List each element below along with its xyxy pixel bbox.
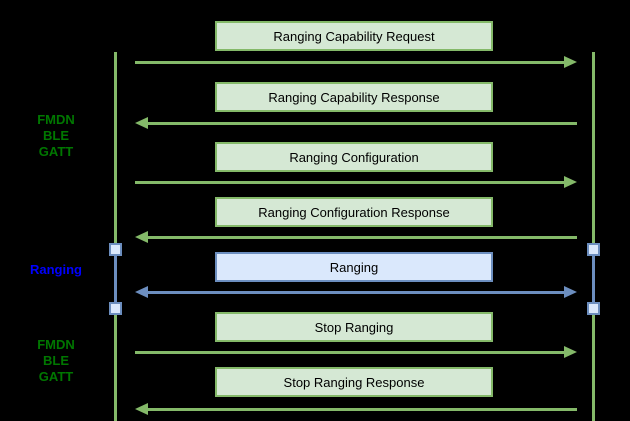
activation-endpoint-square bbox=[109, 302, 122, 315]
message-arrow-both-ranging bbox=[135, 286, 577, 298]
arrow-line bbox=[135, 61, 566, 64]
phase-line: Ranging bbox=[30, 262, 82, 277]
activation-endpoint-square bbox=[109, 243, 122, 256]
message-box-ranging-capability-response: Ranging Capability Response bbox=[215, 82, 493, 112]
activation-endpoint-square bbox=[587, 243, 600, 256]
message-label: Ranging Configuration Response bbox=[258, 204, 450, 220]
message-arrow-left-ranging-capability-response bbox=[135, 117, 577, 129]
phase-label-ranging: Ranging bbox=[16, 262, 96, 278]
arrow-line bbox=[135, 181, 566, 184]
arrowhead-left-icon bbox=[135, 286, 148, 298]
message-box-stop-ranging: Stop Ranging bbox=[215, 312, 493, 342]
lifeline-right bbox=[592, 52, 595, 421]
phase-label-fmdn-ble-gatt-top: FMDN BLE GATT bbox=[16, 112, 96, 160]
arrowhead-right-icon bbox=[564, 56, 577, 68]
message-label: Ranging Capability Response bbox=[268, 89, 440, 105]
arrowhead-right-icon bbox=[564, 176, 577, 188]
message-arrow-right-ranging-capability-request bbox=[135, 56, 577, 68]
message-box-ranging: Ranging bbox=[215, 252, 493, 282]
phase-label-fmdn-ble-gatt-bottom: FMDN BLE GATT bbox=[16, 337, 96, 385]
arrowhead-left-icon bbox=[135, 403, 148, 415]
activation-endpoint-square bbox=[587, 302, 600, 315]
arrow-line bbox=[146, 122, 577, 125]
phase-line: BLE bbox=[43, 353, 69, 368]
lifeline-right-ranging-segment bbox=[592, 249, 595, 309]
phase-line: BLE bbox=[43, 128, 69, 143]
message-arrow-left-ranging-configuration-response bbox=[135, 231, 577, 243]
message-label: Ranging Capability Request bbox=[273, 28, 435, 44]
phase-line: FMDN bbox=[37, 112, 75, 127]
message-arrow-left-stop-ranging-response bbox=[135, 403, 577, 415]
arrowhead-right-icon bbox=[564, 286, 577, 298]
arrow-line bbox=[146, 408, 577, 411]
message-arrow-right-stop-ranging bbox=[135, 346, 577, 358]
arrowhead-left-icon bbox=[135, 117, 148, 129]
arrowhead-left-icon bbox=[135, 231, 148, 243]
message-label: Stop Ranging Response bbox=[283, 374, 425, 390]
arrow-line bbox=[146, 291, 566, 294]
message-box-ranging-configuration: Ranging Configuration bbox=[215, 142, 493, 172]
message-box-ranging-capability-request: Ranging Capability Request bbox=[215, 21, 493, 51]
message-box-ranging-configuration-response: Ranging Configuration Response bbox=[215, 197, 493, 227]
arrow-line bbox=[135, 351, 566, 354]
arrow-line bbox=[146, 236, 577, 239]
arrowhead-right-icon bbox=[564, 346, 577, 358]
phase-line: GATT bbox=[38, 369, 74, 384]
message-label: Ranging bbox=[329, 259, 379, 275]
message-label: Ranging Configuration bbox=[289, 149, 419, 165]
message-arrow-right-ranging-configuration bbox=[135, 176, 577, 188]
phase-line: FMDN bbox=[37, 337, 75, 352]
message-label: Stop Ranging bbox=[314, 319, 394, 335]
lifeline-left bbox=[114, 52, 117, 421]
lifeline-left-ranging-segment bbox=[114, 249, 117, 309]
message-box-stop-ranging-response: Stop Ranging Response bbox=[215, 367, 493, 397]
phase-line: GATT bbox=[38, 144, 74, 159]
